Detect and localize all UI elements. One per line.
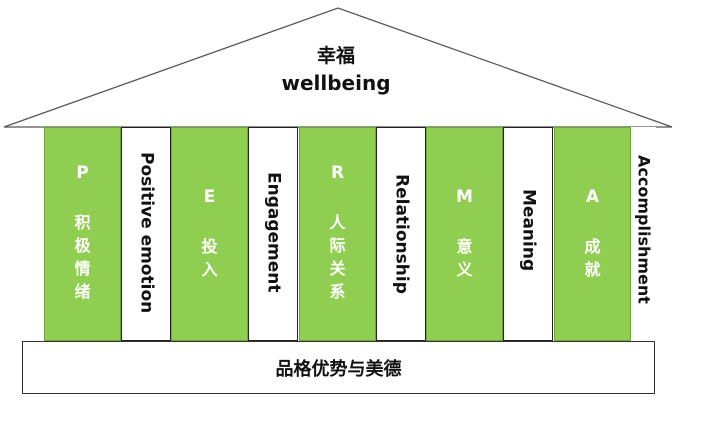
pillar-word-label: Positive emotion <box>136 152 157 314</box>
roof-title-zh: 幸福 <box>316 45 355 67</box>
roof-triangle <box>3 7 673 128</box>
pillar-m: M 意 义 <box>426 127 503 341</box>
pillar-word-relationship: Relationship <box>376 127 426 341</box>
foundation: 品格优势与美德 <box>22 341 655 394</box>
pillar-letter: A <box>585 187 600 207</box>
pillar-word-positive-emotion: Positive emotion <box>121 127 171 341</box>
pillar-word-label: Relationship <box>391 174 412 294</box>
roof-title-en: wellbeing <box>281 71 391 95</box>
pillar-chars: 投 入 <box>201 237 218 279</box>
pillar-letter: P <box>76 163 89 183</box>
pillar-word-accomplishment: Accomplishment <box>631 127 656 341</box>
pillar-letter: E <box>203 187 216 207</box>
foundation-label: 品格优势与美德 <box>275 358 402 380</box>
pillar-word-label: Meaning <box>518 189 539 272</box>
pillar-r: R 人 际 关 系 <box>299 127 376 341</box>
pillar-letter: R <box>330 163 345 183</box>
pillar-chars: 成 就 <box>584 237 601 279</box>
pillar-a: A 成 就 <box>554 127 631 341</box>
pillar-word-meaning: Meaning <box>503 127 553 341</box>
pillar-chars: 人 际 关 系 <box>329 213 346 301</box>
pillar-p: P 积 极 情 绪 <box>44 127 121 341</box>
pillar-e: E 投 入 <box>171 127 248 341</box>
pillar-letter: M <box>456 187 473 207</box>
pillar-word-engagement: Engagement <box>248 127 298 341</box>
pillar-word-label: Engagement <box>263 172 284 293</box>
pillar-chars: 积 极 情 绪 <box>74 213 91 301</box>
pillar-word-label: Accomplishment <box>634 155 654 304</box>
pillar-chars: 意 义 <box>456 237 473 279</box>
